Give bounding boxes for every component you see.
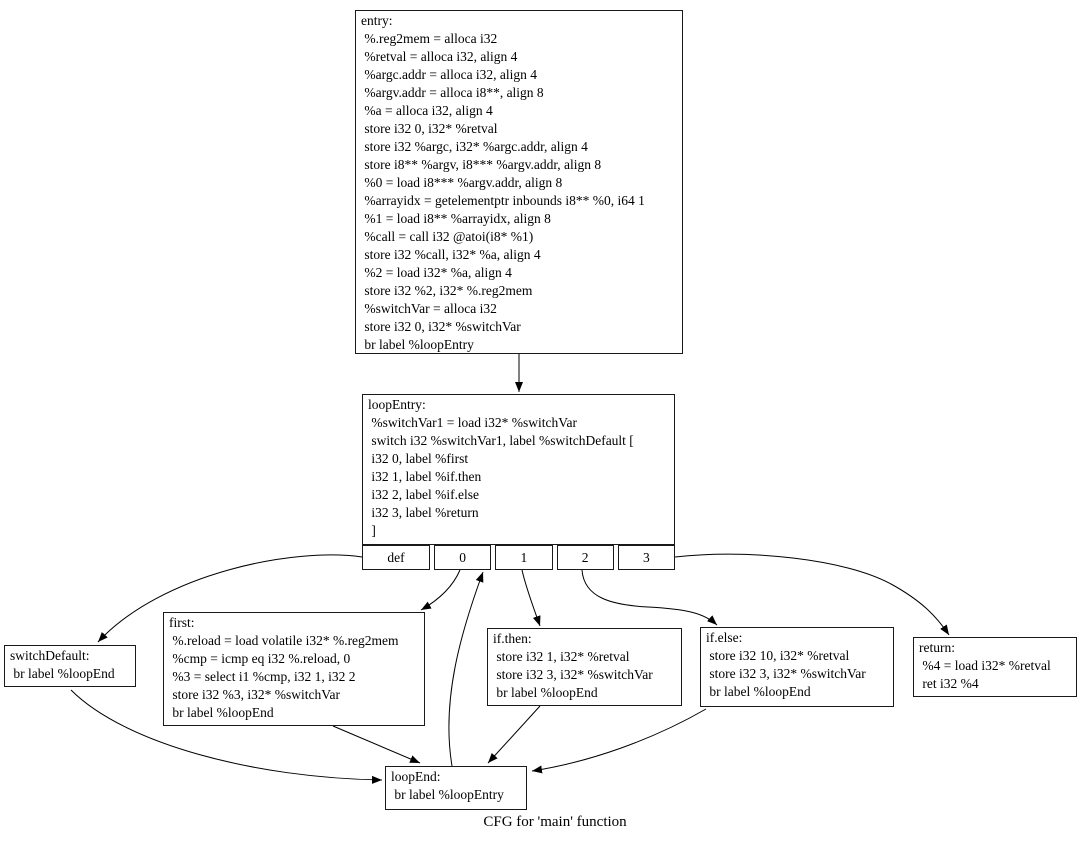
ir-line: i32 1, label %if.then	[368, 469, 482, 484]
ir-line: loopEnd:	[391, 769, 441, 784]
ir-line: %switchVar1 = load i32* %switchVar	[368, 415, 577, 430]
ir-line: br label %loopEnd	[493, 685, 598, 700]
edge-loopEntry-0-first	[420, 569, 461, 611]
ir-line: i32 2, label %if.else	[368, 487, 479, 502]
ir-line: br label %loopEntry	[391, 787, 504, 802]
ir-line: store i32 3, i32* %switchVar	[706, 666, 866, 681]
ir-line: store i32 %3, i32* %switchVar	[169, 687, 340, 702]
ir-line: %argc.addr = alloca i32, align 4	[361, 67, 538, 82]
ir-line: %0 = load i8*** %argv.addr, align 8	[361, 175, 563, 190]
graph-caption: CFG for 'main' function	[483, 814, 627, 830]
switch-port-row: def 0 1 2 3	[362, 545, 675, 570]
ir-line: %argv.addr = alloca i8**, align 8	[361, 85, 544, 100]
ir-line: switchDefault:	[10, 648, 90, 663]
ir-line: i32 0, label %first	[368, 451, 469, 466]
ir-line: %.reg2mem = alloca i32	[361, 31, 498, 46]
edge-loopEntry-2-ifelse	[581, 569, 718, 626]
ir-line: store i32 1, i32* %retval	[493, 649, 630, 664]
ir-line: %4 = load i32* %retval	[919, 658, 1051, 673]
port-2: 2	[556, 545, 614, 570]
ir-line: br label %loopEnd	[10, 666, 115, 681]
edge-first-loopEnd	[332, 725, 421, 764]
node-return: return: %4 = load i32* %retval ret i32 %…	[913, 637, 1077, 697]
node-loopEntry: loopEntry: %switchVar1 = load i32* %swit…	[362, 394, 675, 570]
ir-line: store i8** %argv, i8*** %argv.addr, alig…	[361, 157, 602, 172]
ir-line: %call = call i32 @atoi(i8* %1)	[361, 229, 534, 244]
node-if-then: if.then: store i32 1, i32* %retval store…	[487, 628, 682, 706]
ir-line: ret i32 %4	[919, 676, 979, 691]
ir-line: br label %loopEnd	[169, 705, 274, 720]
edge-loopEnd-loopEntry	[448, 571, 484, 767]
port-3: 3	[617, 545, 675, 570]
port-1: 1	[495, 545, 553, 570]
ir-line: first:	[169, 615, 195, 630]
ir-line: %cmp = icmp eq i32 %.reload, 0	[169, 651, 351, 666]
ir-line: entry:	[361, 13, 393, 28]
ir-line: %switchVar = alloca i32	[361, 301, 497, 316]
port-0: 0	[434, 545, 492, 570]
ir-line: store i32 %call, i32* %a, align 4	[361, 247, 541, 262]
node-loopEnd: loopEnd: br label %loopEntry	[385, 766, 527, 810]
edge-loopEntry-1-ifthen	[521, 569, 541, 627]
ir-line: %2 = load i32* %a, align 4	[361, 265, 512, 280]
ir-line: store i32 0, i32* %switchVar	[361, 319, 521, 334]
ir-line: store i32 10, i32* %retval	[706, 648, 850, 663]
ir-line: br label %loopEntry	[361, 337, 474, 352]
ir-line: store i32 3, i32* %switchVar	[493, 667, 653, 682]
ir-line: %arrayidx = getelementptr inbounds i8** …	[361, 193, 645, 208]
ir-line: if.else:	[706, 630, 743, 645]
edge-ifelse-loopEnd	[531, 708, 707, 774]
ir-line: switch i32 %switchVar1, label %switchDef…	[368, 433, 634, 448]
node-first: first: %.reload = load volatile i32* %.r…	[163, 612, 425, 726]
edge-ifthen-loopEnd	[487, 705, 541, 764]
edge-switchDefault-loopEnd	[70, 689, 383, 784]
ir-line: ]	[368, 523, 376, 538]
ir-line: %.reload = load volatile i32* %.reg2mem	[169, 633, 399, 648]
ir-line: return:	[919, 640, 955, 655]
ir-line: loopEntry:	[368, 397, 426, 412]
ir-line: if.then:	[493, 631, 532, 646]
node-switchDefault: switchDefault: br label %loopEnd	[4, 645, 136, 687]
ir-line: %3 = select i1 %cmp, i32 1, i32 2	[169, 669, 356, 684]
node-if-else: if.else: store i32 10, i32* %retval stor…	[700, 627, 894, 707]
ir-line: %retval = alloca i32, align 4	[361, 49, 518, 64]
node-entry: entry: %.reg2mem = alloca i32 %retval = …	[355, 10, 683, 354]
ir-line: store i32 0, i32* %retval	[361, 121, 498, 136]
ir-line: %1 = load i8** %arrayidx, align 8	[361, 211, 551, 226]
ir-line: store i32 %argc, i32* %argc.addr, align …	[361, 139, 588, 154]
port-def: def	[362, 545, 430, 570]
node-loopEntry-text: loopEntry: %switchVar1 = load i32* %swit…	[362, 394, 675, 545]
edge-loopEntry-def-switchDefault	[97, 554, 363, 643]
ir-line: i32 3, label %return	[368, 505, 479, 520]
ir-line: %a = alloca i32, align 4	[361, 103, 493, 118]
ir-line: br label %loopEnd	[706, 684, 811, 699]
ir-line: store i32 %2, i32* %.reg2mem	[361, 283, 533, 298]
edge-loopEntry-3-return	[674, 553, 950, 636]
